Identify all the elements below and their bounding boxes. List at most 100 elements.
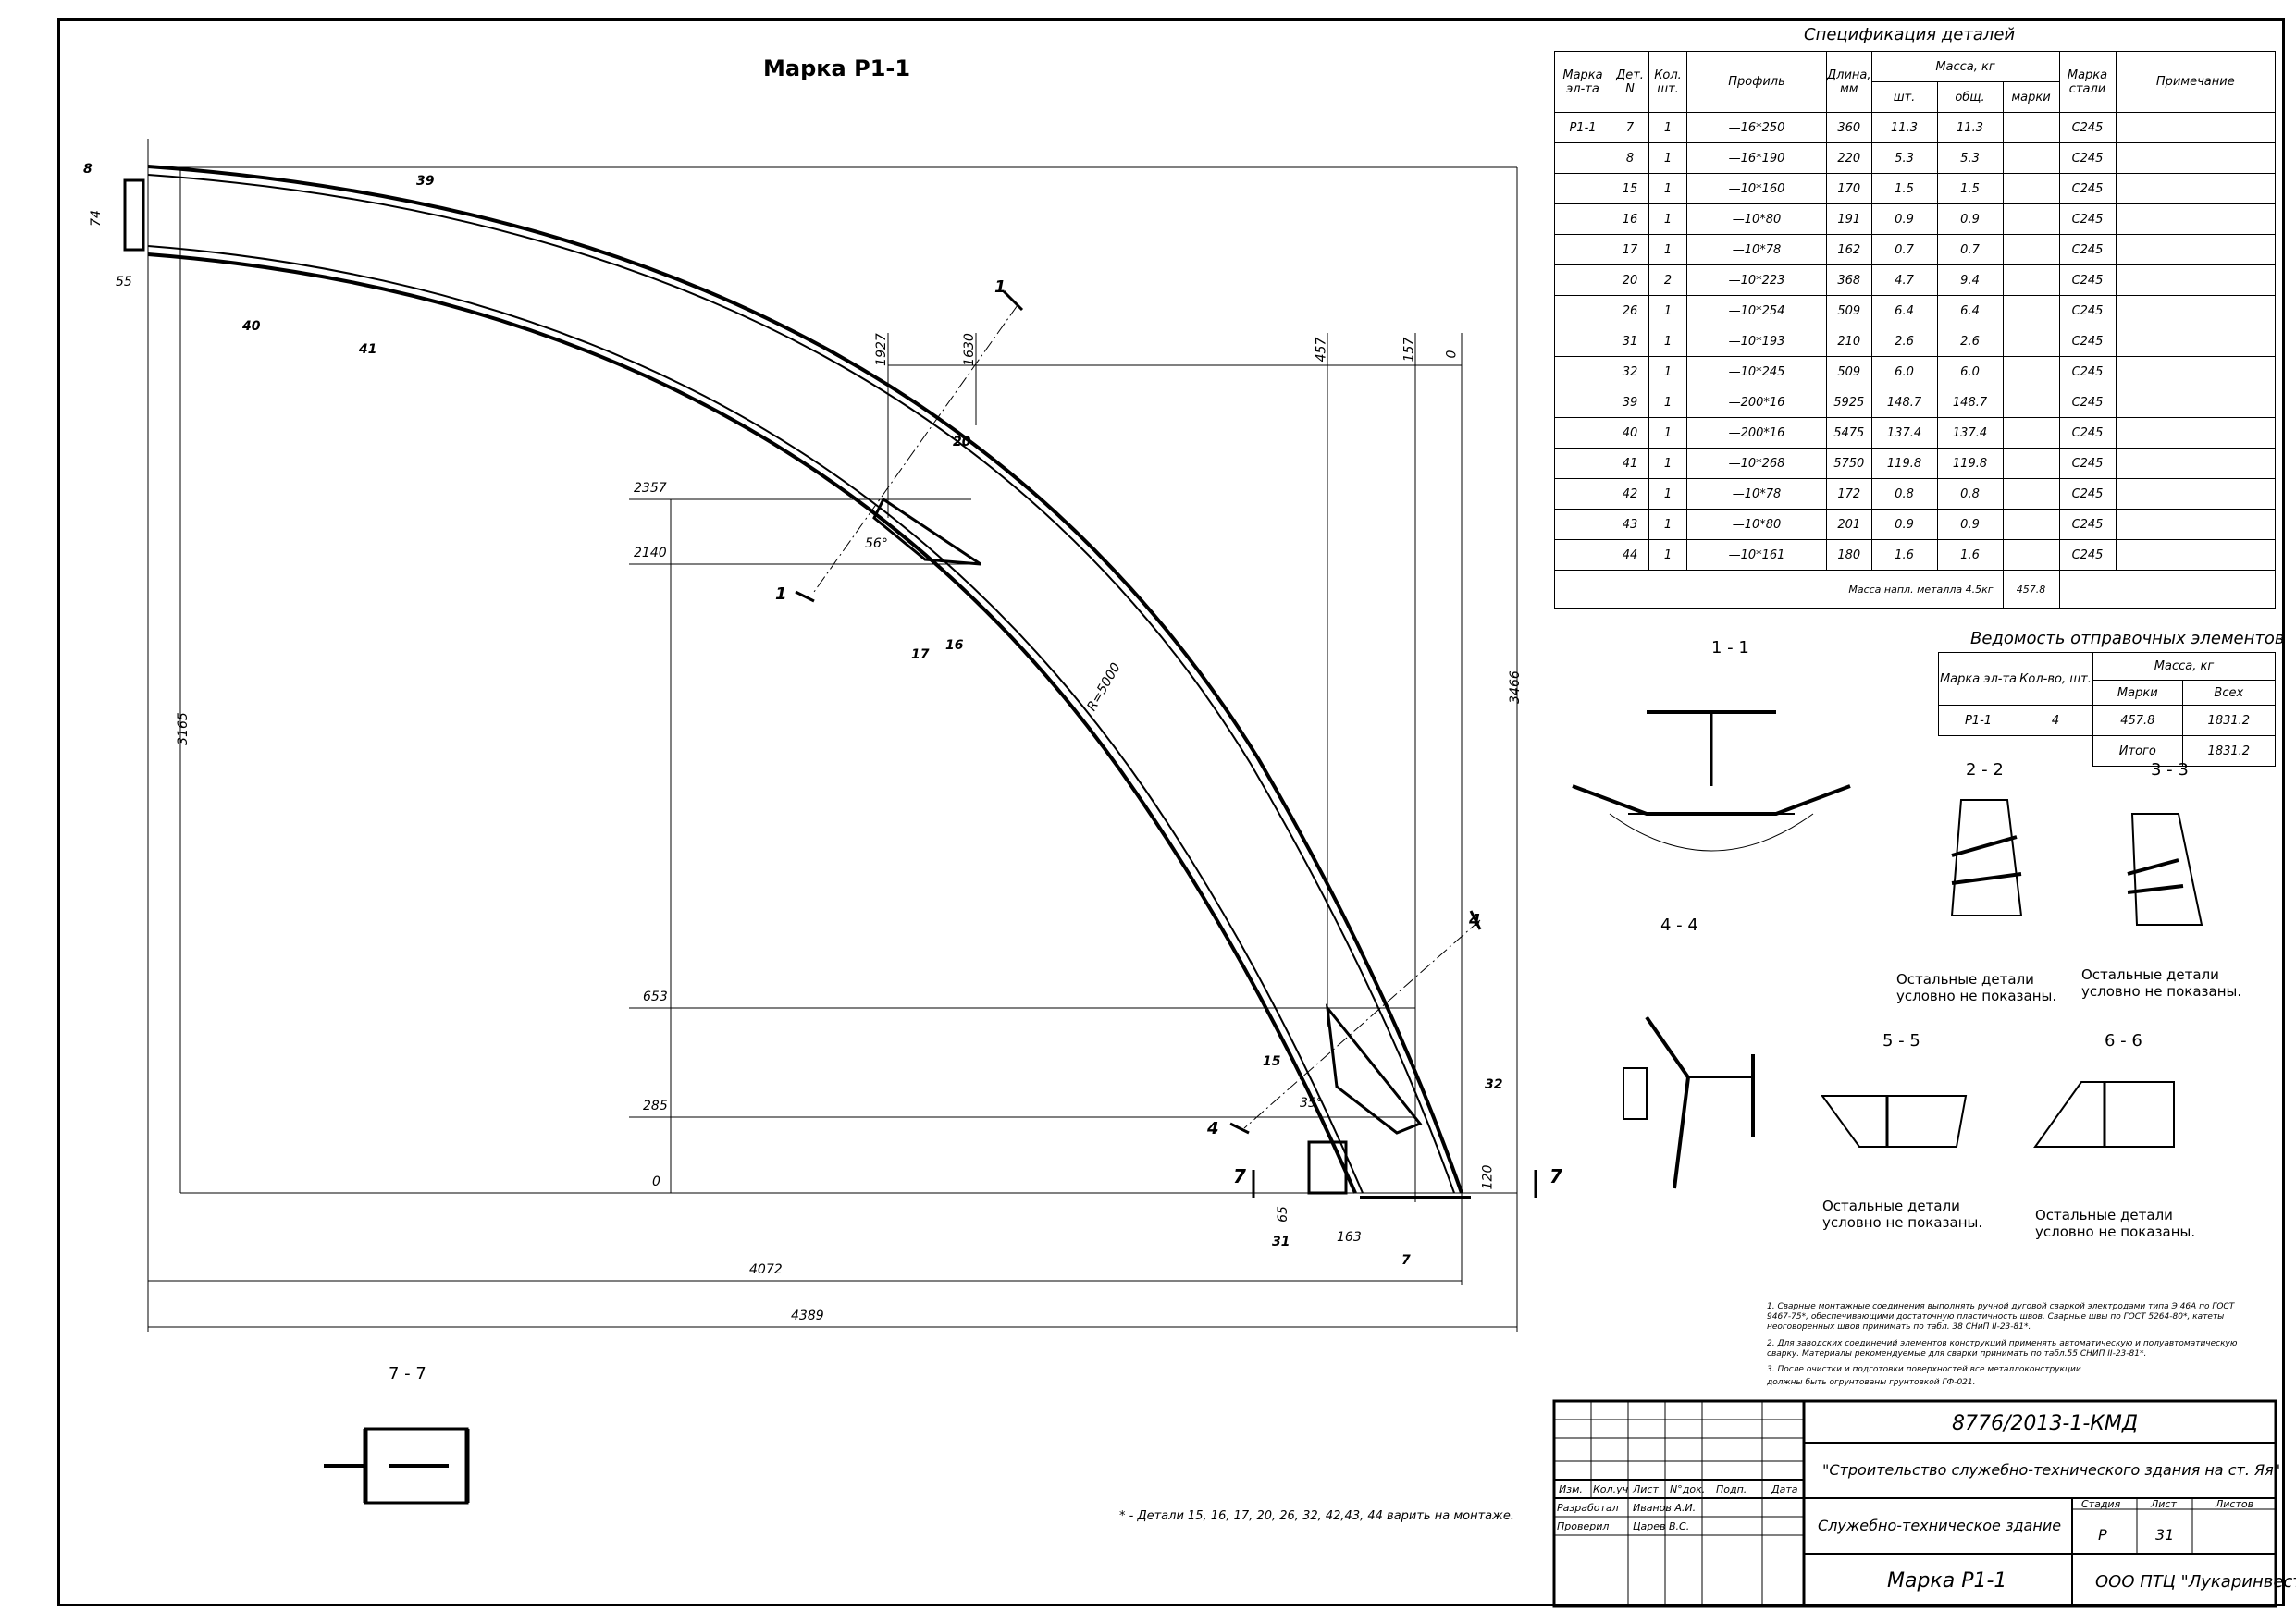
spec-cell: 32 <box>1611 356 1649 387</box>
rest-note-5-5: Остальные детали условно не показаны. <box>1822 1198 1983 1231</box>
spec-cell <box>2115 173 2277 204</box>
spec-cell: 1 <box>1648 112 1687 143</box>
note-3: 3. После очистки и подготовки поверхност… <box>1767 1365 2081 1374</box>
ship-total-label: Итого <box>2092 735 2183 767</box>
spec-cell <box>2115 387 2277 418</box>
spec-cell: 39 <box>1611 387 1649 418</box>
mark-40: 40 <box>242 319 261 334</box>
spec-mark-mass: 457.8 <box>2002 570 2060 609</box>
section-mark-7: 7 <box>1233 1165 1246 1187</box>
section-4-4: 4 - 4 <box>1660 916 1698 935</box>
spec-cell: 1.5 <box>1870 173 1938 204</box>
spec-cell: С245 <box>2058 326 2117 357</box>
spec-cell: 1 <box>1648 509 1687 540</box>
spec-cell <box>2002 203 2060 235</box>
stamp-h-ndok: N°док. <box>1670 1483 1706 1495</box>
spec-cell <box>2002 478 2060 510</box>
spec-cell: 1 <box>1648 173 1687 204</box>
mark-41: 41 <box>359 342 377 357</box>
spec-cell <box>2002 295 2060 326</box>
spec-cell: 1 <box>1648 326 1687 357</box>
spec-cell <box>2002 142 2060 174</box>
spec-cell <box>1554 417 1611 449</box>
spec-cell: 1 <box>1648 417 1687 449</box>
stamp-h-sheets: Листов <box>2216 1498 2254 1510</box>
spec-cell: —10*223 <box>1686 264 1827 296</box>
spec-cell: 5475 <box>1826 417 1872 449</box>
rest-note-6-6: Остальные детали условно не показаны. <box>2035 1207 2196 1240</box>
spec-cell: 0.8 <box>1870 478 1938 510</box>
spec-cell <box>2115 478 2277 510</box>
section-7-7: 7 - 7 <box>389 1364 426 1383</box>
spec-h-length: Длина, мм <box>1826 51 1872 113</box>
stamp-org: ООО ПТЦ "Лукаринвест" <box>2095 1572 2296 1592</box>
spec-cell: 16 <box>1611 203 1649 235</box>
spec-cell: 11.3 <box>1936 112 2004 143</box>
spec-cell: —16*190 <box>1686 142 1827 174</box>
spec-cell: 42 <box>1611 478 1649 510</box>
spec-cell: 15 <box>1611 173 1649 204</box>
spec-cell: 162 <box>1826 234 1872 265</box>
spec-cell: 0.7 <box>1936 234 2004 265</box>
spec-cell <box>2002 173 2060 204</box>
spec-cell <box>2115 356 2277 387</box>
spec-cell: С245 <box>2058 142 2117 174</box>
spec-cell: С245 <box>2058 173 2117 204</box>
note-4: должны быть огрунтованы грунтовкой ГФ-02… <box>1767 1378 1976 1387</box>
spec-table: Марка эл-та Дет. N Кол. шт. Профиль Длин… <box>1554 51 2277 609</box>
spec-cell: 11.3 <box>1870 112 1938 143</box>
spec-cell <box>2115 539 2277 571</box>
stamp-sheet-title: Марка Р1-1 <box>1887 1569 2007 1592</box>
spec-cell: —10*80 <box>1686 203 1827 235</box>
stamp-sheet: 31 <box>2155 1526 2175 1543</box>
spec-cell: 1 <box>1648 356 1687 387</box>
spec-cell: С245 <box>2058 112 2117 143</box>
spec-cell: 2.6 <box>1936 326 2004 357</box>
spec-cell: 2 <box>1648 264 1687 296</box>
spec-cell: 1.6 <box>1936 539 2004 571</box>
spec-cell: С245 <box>2058 234 2117 265</box>
spec-cell: С245 <box>2058 478 2117 510</box>
spec-cell: 1 <box>1648 478 1687 510</box>
spec-cell <box>2002 417 2060 449</box>
spec-cell <box>2115 448 2277 479</box>
mark-32: 32 <box>1485 1077 1503 1092</box>
mark-16: 16 <box>945 638 964 653</box>
spec-cell <box>2115 112 2277 143</box>
spec-cell: 5.3 <box>1870 142 1938 174</box>
spec-cell: —200*16 <box>1686 387 1827 418</box>
spec-cell <box>2115 234 2277 265</box>
spec-cell: 20 <box>1611 264 1649 296</box>
mark-15: 15 <box>1263 1054 1281 1069</box>
dim-level-653: 653 <box>643 990 668 1004</box>
mark-8: 8 <box>83 162 93 177</box>
spec-weld-label: Масса напл. металла 4.5кг <box>1554 570 2004 609</box>
ship-row-mark: Р1-1 <box>1938 705 2018 736</box>
spec-cell: 220 <box>1826 142 1872 174</box>
spec-cell <box>1554 509 1611 540</box>
spec-cell: 1 <box>1648 142 1687 174</box>
section-mark-4b: 4 <box>1207 1119 1219 1138</box>
spec-cell: 0.7 <box>1870 234 1938 265</box>
spec-cell: 43 <box>1611 509 1649 540</box>
stamp-h-kol: Кол.уч <box>1593 1483 1629 1495</box>
spec-cell: 6.0 <box>1936 356 2004 387</box>
dim-level-2357: 2357 <box>634 481 667 496</box>
spec-cell: 180 <box>1826 539 1872 571</box>
spec-cell: 6.0 <box>1870 356 1938 387</box>
mark-20: 20 <box>953 435 971 449</box>
spec-cell: Р1-1 <box>1554 112 1611 143</box>
spec-cell: С245 <box>2058 509 2117 540</box>
ship-total: 1831.2 <box>2181 735 2277 767</box>
stamp-h-stage: Стадия <box>2081 1498 2121 1510</box>
section-3-3: 3 - 3 <box>2151 760 2189 780</box>
spec-cell: 4.7 <box>1870 264 1938 296</box>
stamp-chk: Проверил <box>1557 1520 1610 1532</box>
